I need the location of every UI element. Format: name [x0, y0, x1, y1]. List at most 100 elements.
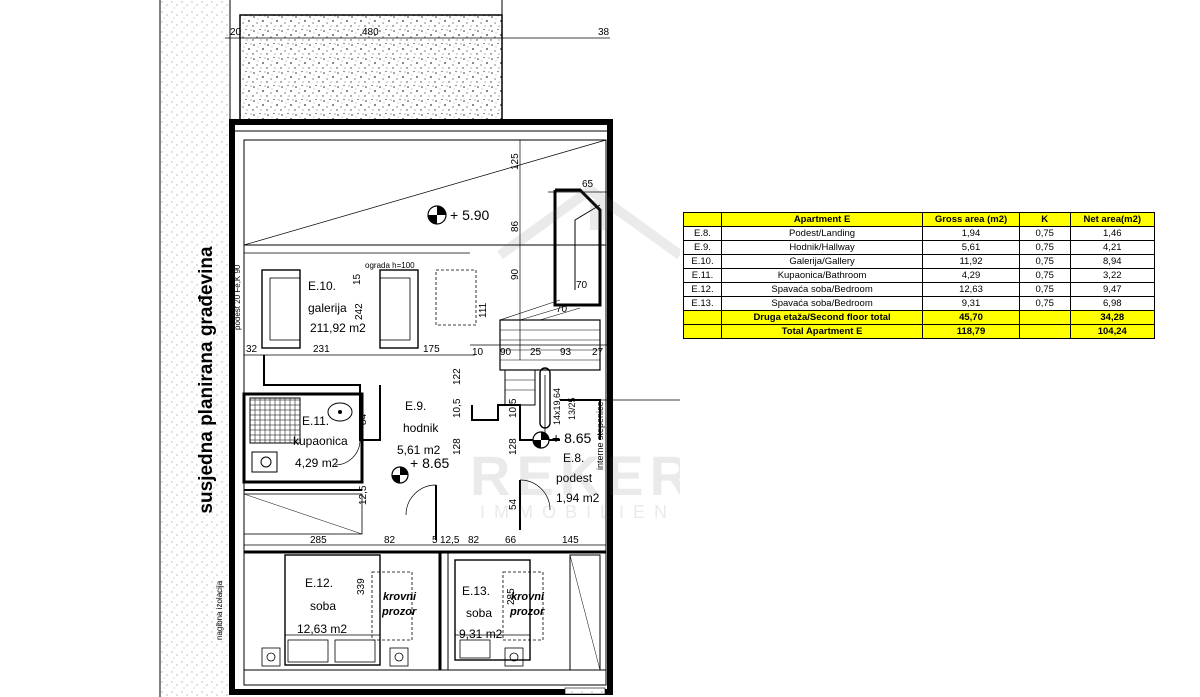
row-code: E.9.: [682, 240, 723, 255]
row-net: 6,98: [1069, 296, 1156, 311]
outer-wall: [229, 119, 613, 695]
dim-82a: 82: [384, 535, 396, 546]
table-row: E.13. Spavaća soba/Bedroom 9,31 0,75 6,9…: [682, 296, 1156, 311]
header-apartment: Apartment E: [721, 212, 924, 227]
room-e13-code: E.13.: [462, 584, 490, 598]
dim-10: 10: [472, 347, 484, 358]
neighbor-strip: [160, 0, 230, 697]
room-e8-code: E.8.: [563, 451, 584, 465]
header-code: [682, 212, 723, 227]
stairs-dim2: 13/25: [567, 397, 577, 420]
room-e10-name: galerija: [308, 301, 347, 315]
row-k: 0,75: [1018, 282, 1071, 297]
room-e13-name: soba: [466, 606, 492, 620]
dim-111: 111: [478, 302, 489, 318]
dim-145: 145: [562, 535, 579, 546]
header-k: K: [1018, 212, 1071, 227]
dim-15: 15: [352, 273, 363, 285]
row-net: 8,94: [1069, 254, 1156, 269]
total-name: Total Apartment E: [721, 324, 924, 339]
row-name: Podest/Landing: [721, 226, 924, 241]
neighbor-label: susjedna planirana građevina: [196, 246, 217, 514]
table-row: E.11. Kupaonica/Bathroom 4,29 0,75 3,22: [682, 268, 1156, 283]
row-code: E.13.: [682, 296, 723, 311]
table-header-row: Apartment E Gross area (m2) K Net area(m…: [682, 212, 1156, 227]
stairs-dim: 14x19,64: [552, 388, 562, 425]
dim-top-right: 38: [598, 27, 610, 38]
room-e11-area: 4,29 m2: [295, 456, 339, 470]
level-landing: + 8.65: [552, 430, 592, 446]
dim-5: 5: [432, 535, 438, 546]
dim-285: 285: [310, 535, 327, 546]
table-row: E.10. Galerija/Gallery 11,92 0,75 8,94: [682, 254, 1156, 269]
row-gross: 9,31: [922, 296, 1020, 311]
total-k: [1018, 310, 1071, 325]
total-gross: 45,70: [922, 310, 1020, 325]
room-e8-name: podest: [556, 471, 593, 485]
dim-105b: 10,5: [508, 398, 519, 418]
dim-top-mid: 480: [362, 27, 379, 38]
dim-32: 32: [246, 344, 258, 355]
row-net: 3,22: [1069, 268, 1156, 283]
room-e8-area: 1,94 m2: [556, 491, 600, 505]
room-e9-code: E.9.: [405, 399, 426, 413]
room-e9-area: 5,61 m2: [397, 443, 441, 457]
dim-90: 90: [510, 268, 521, 280]
total-name: Druga etaža/Second floor total: [721, 310, 924, 325]
total-k: [1018, 324, 1071, 339]
skylight-e12-line2: prozor: [381, 606, 417, 618]
dim-90b: 90: [500, 347, 512, 358]
table-row: E.12. Spavaća soba/Bedroom 12,63 0,75 9,…: [682, 282, 1156, 297]
room-e11-name: kupaonica: [293, 434, 348, 448]
level-marker-hall: + 8.65: [391, 455, 450, 484]
room-e10-area: 211,92 m2: [310, 321, 366, 335]
row-k: 0,75: [1018, 226, 1071, 241]
dim-105a: 10,5: [452, 398, 463, 418]
row-net: 9,47: [1069, 282, 1156, 297]
stairs-note: interne stepenice: [595, 401, 605, 470]
row-name: Hodnik/Hallway: [721, 240, 924, 255]
watermark: REKER IMMOBILIEN: [470, 183, 680, 522]
dim-175: 175: [423, 344, 440, 355]
row-gross: 12,63: [922, 282, 1020, 297]
dim-70b: 70: [556, 304, 568, 315]
row-name: Spavaća soba/Bedroom: [721, 282, 924, 297]
total-blank: [682, 324, 723, 339]
sofa-right: [379, 269, 419, 349]
total-net: 34,28: [1069, 310, 1156, 325]
gallery-void: [243, 139, 607, 246]
row-k: 0,75: [1018, 296, 1071, 311]
sofa-left: [261, 269, 301, 349]
dim-top-left: 20: [230, 27, 242, 38]
row-code: E.11.: [682, 268, 723, 283]
room-e13-area: 9,31 m2: [459, 627, 503, 641]
gravel-area: [239, 14, 503, 123]
row-code: E.10.: [682, 254, 723, 269]
table-total-row: Druga etaža/Second floor total 45,70 34,…: [682, 310, 1156, 325]
dim-86: 86: [510, 220, 521, 232]
dim-93: 93: [560, 347, 572, 358]
row-name: Galerija/Gallery: [721, 254, 924, 269]
row-name: Kupaonica/Bathroom: [721, 268, 924, 283]
row-gross: 4,29: [922, 268, 1020, 283]
row-net: 4,21: [1069, 240, 1156, 255]
dim-84: 84: [358, 413, 369, 425]
dim-66: 66: [505, 535, 517, 546]
row-code: E.12.: [682, 282, 723, 297]
table-row: E.9. Hodnik/Hallway 5,61 0,75 4,21: [682, 240, 1156, 255]
row-k: 0,75: [1018, 254, 1071, 269]
room-e11-code: E.11.: [302, 414, 329, 428]
header-net: Net area(m2): [1069, 212, 1156, 227]
room-e12-code: E.12.: [305, 576, 333, 590]
toilet-icon: [251, 451, 278, 473]
row-gross: 11,92: [922, 254, 1020, 269]
row-gross: 5,61: [922, 240, 1020, 255]
row-net: 1,46: [1069, 226, 1156, 241]
facade-note: nagibna izolacija: [215, 580, 224, 640]
dim-27: 27: [592, 347, 604, 358]
row-name: Spavaća soba/Bedroom: [721, 296, 924, 311]
dim-339: 339: [356, 578, 367, 595]
skylight-e12-line1: krovni: [383, 591, 417, 603]
dim-285b: 285: [506, 588, 517, 605]
row-code: E.8.: [682, 226, 723, 241]
